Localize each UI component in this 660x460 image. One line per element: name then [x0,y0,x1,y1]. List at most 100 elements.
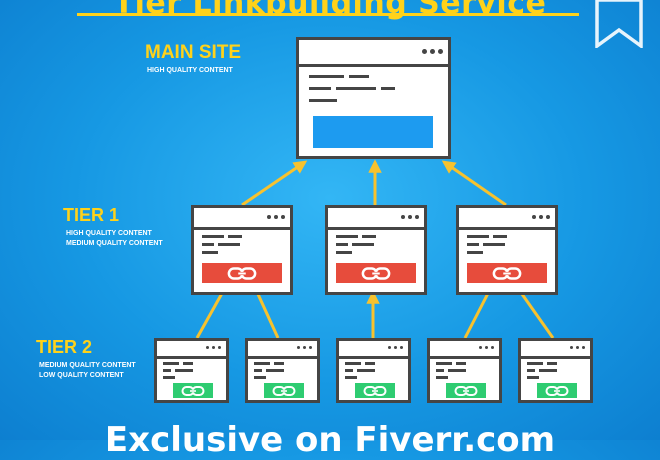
tier2-link-block [537,383,577,398]
tier2-label: TIER 2 [36,337,93,357]
text-line [183,362,193,365]
tier1-window [191,205,293,295]
text-line [349,75,369,78]
text-line [527,369,535,372]
tier2-link-block [446,383,486,398]
text-line [456,362,466,365]
chain-link-icon [272,385,296,396]
text-line [352,243,374,246]
window-title-bar [157,341,226,359]
tier2-window [427,338,502,403]
main-site-window [296,37,451,159]
link-arrow [441,160,507,207]
footer-text: Exclusive on Fiverr.com [104,420,556,460]
bookmark-ribbon-icon [595,0,643,48]
chain-link-icon [181,385,205,396]
text-line [467,251,483,254]
window-dots-icon [267,214,285,219]
text-line [493,235,507,238]
tier2-window [336,338,411,403]
window-dots-icon [479,346,494,349]
text-line [218,243,240,246]
window-title-bar [194,208,290,230]
text-line [336,235,358,238]
window-title-bar [248,341,317,359]
text-line [436,369,444,372]
window-dots-icon [532,214,550,219]
text-line [539,369,557,372]
text-line [309,99,337,102]
tier2-link-block [173,383,213,398]
main-site-sublabel: HIGH QUALITY CONTENT [147,67,233,74]
window-title-bar [299,40,448,67]
chain-link-icon [492,266,522,280]
tier2-sublabel: LOW QUALITY CONTENT [39,372,124,379]
tier1-link-block [336,263,416,283]
main-content-block [313,116,433,148]
text-line [345,376,357,379]
chain-link-icon [454,385,478,396]
window-title-bar [430,341,499,359]
window-dots-icon [206,346,221,349]
text-line [436,362,452,365]
window-dots-icon [401,214,419,219]
text-line [202,251,218,254]
tier2-window [245,338,320,403]
text-line [163,369,171,372]
text-line [336,243,348,246]
window-title-bar [339,341,408,359]
main-site-label: MAIN SITE [145,42,242,63]
text-line [436,376,448,379]
text-line [336,87,376,90]
tier1-window [325,205,427,295]
text-line [309,75,344,78]
tier1-label: TIER 1 [63,205,120,225]
text-line [309,87,331,90]
tier2-window [518,338,593,403]
window-dots-icon [297,346,312,349]
text-line [163,362,179,365]
text-line [345,362,361,365]
chain-link-icon [545,385,569,396]
text-line [467,243,479,246]
tier1-link-block [467,263,547,283]
window-title-bar [521,341,590,359]
tier1-link-block [202,263,282,283]
text-line [228,235,242,238]
title-underline [77,13,579,16]
chain-link-icon [227,266,257,280]
tier2-window [154,338,229,403]
text-line [336,251,352,254]
tier2-link-block [355,383,395,398]
chain-link-icon [361,266,391,280]
text-line [254,369,262,372]
text-line [448,369,466,372]
chain-link-icon [363,385,387,396]
text-line [254,362,270,365]
text-line [381,87,395,90]
window-dots-icon [388,346,403,349]
link-arrow [241,160,308,207]
window-title-bar [328,208,424,230]
text-line [547,362,557,365]
text-line [202,243,214,246]
text-line [357,369,375,372]
tier1-sublabel: MEDIUM QUALITY CONTENT [66,240,163,247]
text-line [483,243,505,246]
text-line [467,235,489,238]
text-line [527,362,543,365]
text-line [362,235,376,238]
tier2-link-block [264,383,304,398]
text-line [274,362,284,365]
tier2-sublabel: MEDIUM QUALITY CONTENT [39,362,136,369]
window-dots-icon [570,346,585,349]
text-line [175,369,193,372]
window-title-bar [459,208,555,230]
tier1-sublabel: HIGH QUALITY CONTENT [66,230,152,237]
tier1-window [456,205,558,295]
text-line [163,376,175,379]
window-dots-icon [422,48,443,54]
text-line [345,369,353,372]
text-line [254,376,266,379]
text-line [266,369,284,372]
